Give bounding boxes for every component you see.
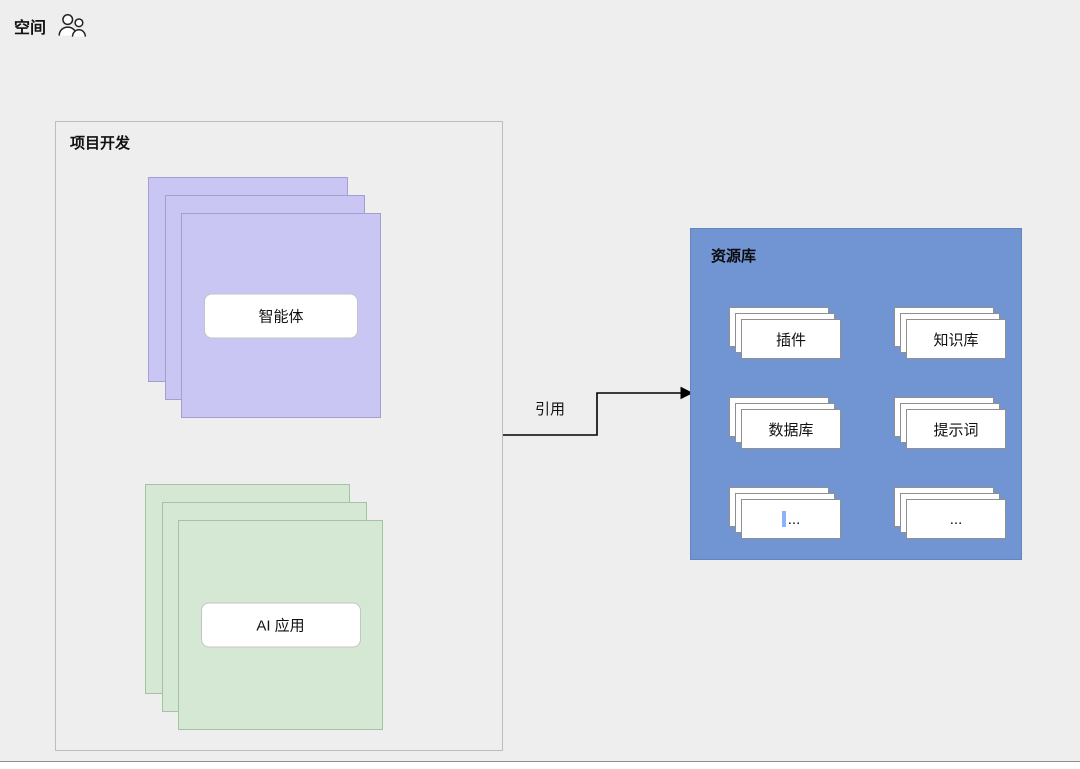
resource-card-knowledge-base[interactable]: 知识库	[894, 307, 1006, 359]
card-label: 知识库	[933, 331, 979, 349]
card-label: ...	[787, 510, 801, 528]
card-front: ...	[741, 499, 841, 539]
card-label: ...	[949, 510, 963, 528]
workspace-header: 空间	[14, 12, 88, 40]
reference-label[interactable]: 引用	[534, 401, 565, 418]
group-icon	[58, 14, 87, 37]
resource-card-more-right[interactable]: ...	[894, 487, 1006, 539]
card-front: 数据库	[741, 409, 841, 449]
resource-card-prompt[interactable]: 提示词	[894, 397, 1006, 449]
resource-box[interactable]: 资源库 插件 知识库 数据库	[690, 228, 1022, 560]
card-front: ...	[906, 499, 1006, 539]
resource-card-database[interactable]: 数据库	[729, 397, 841, 449]
card-label: 数据库	[768, 421, 814, 439]
card-front: 插件	[741, 319, 841, 359]
text-cursor	[781, 511, 786, 527]
stack-front: 智能体	[181, 213, 381, 418]
resource-card-more-left[interactable]: ...	[729, 487, 841, 539]
workspace-label: 空间	[14, 20, 47, 37]
ai-app-label: AI 应用	[256, 617, 305, 635]
agent-label-pill[interactable]: 智能体	[204, 293, 358, 338]
card-label: 插件	[775, 331, 806, 349]
project-dev-title: 项目开发	[70, 135, 131, 152]
card-front: 提示词	[906, 409, 1006, 449]
ai-app-label-pill[interactable]: AI 应用	[200, 602, 361, 648]
card-front: 知识库	[906, 319, 1006, 359]
project-dev-box[interactable]: 项目开发 智能体 AI 应用	[55, 121, 503, 751]
agent-stack[interactable]: 智能体	[148, 177, 381, 418]
agent-label: 智能体	[258, 308, 304, 325]
resource-card-plugin[interactable]: 插件	[729, 307, 841, 359]
stack-front: AI 应用	[178, 520, 383, 730]
card-label: 提示词	[933, 421, 979, 439]
ai-app-stack[interactable]: AI 应用	[145, 484, 383, 730]
resource-title: 资源库	[711, 248, 757, 265]
